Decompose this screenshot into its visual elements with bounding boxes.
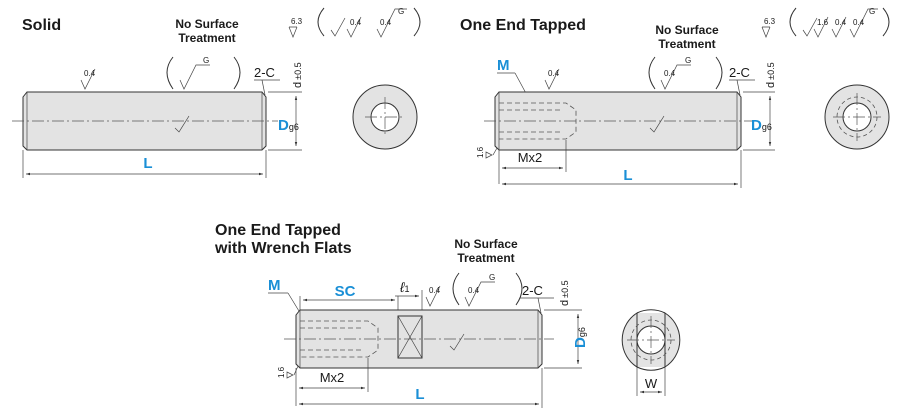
rod-wrench [284, 309, 554, 369]
no-surface-label-1: No Surface [175, 17, 239, 31]
title-wrench-2: with Wrench Flats [214, 240, 352, 257]
chamfer-label-solid: 2-C [254, 65, 275, 80]
svg-text:0.4: 0.4 [548, 69, 560, 78]
chamfer-label-tapped: 2-C [729, 65, 750, 80]
treatment-label-3: Treatment [457, 251, 514, 265]
roughness-local-tapped: 0.4 0.4 G [544, 56, 723, 90]
dim-L-solid: L [143, 155, 152, 172]
svg-text:G: G [489, 273, 495, 282]
dim-M-wrench: M [268, 277, 281, 294]
sym-16-tapped: 1.6 [476, 146, 485, 158]
treatment-label-2: Treatment [658, 37, 715, 51]
dim-W-wrench: W [645, 376, 658, 391]
no-surface-label-2: No Surface [655, 23, 719, 37]
svg-text:0.4: 0.4 [853, 18, 865, 27]
title-solid: Solid [22, 17, 61, 34]
section-solid: Solid No Surface Treatment 6.3 0.4 0.4 G… [12, 7, 421, 178]
tol-d-solid: d±0.5 [292, 62, 304, 88]
sym-16-wrench: 1.6 [277, 366, 286, 378]
dim-D-solid: Dg6 [278, 117, 299, 134]
roughness-local-solid: 0.4 G [80, 56, 241, 90]
svg-text:0.4: 0.4 [350, 18, 362, 27]
title-wrench-1: One End Tapped [215, 222, 341, 239]
roughness-symbols-tapped: 6.3 1.6 0.4 0.4 G [761, 7, 890, 38]
dim-SC-wrench: SC [335, 283, 356, 300]
svg-text:0.4: 0.4 [84, 69, 96, 78]
dim-L-wrench: L [415, 386, 424, 403]
svg-text:0.4: 0.4 [429, 286, 441, 295]
treatment-label-1: Treatment [178, 31, 235, 45]
dim-l1-wrench: ℓ1 [399, 279, 410, 295]
no-surface-label-3: No Surface [454, 237, 518, 251]
svg-text:1.6: 1.6 [817, 18, 829, 27]
roughness-symbols-solid: 6.3 0.4 0.4 G [288, 7, 421, 38]
roughness-local-wrench: 0.4 0.4 G [425, 272, 523, 307]
rod-solid [12, 91, 278, 151]
svg-text:G: G [398, 7, 404, 16]
dim-M-tapped: M [497, 57, 510, 74]
svg-text:6.3: 6.3 [764, 17, 776, 26]
section-wrench: One End Tapped with Wrench Flats No Surf… [214, 222, 681, 408]
end-view-wrench: W [621, 309, 681, 396]
dim-Mx2-tapped: Mx2 [518, 150, 543, 165]
dim-L-tapped: L [623, 167, 632, 184]
dim-D-wrench: Dg6 [572, 327, 589, 348]
tol-d-wrench: d±0.5 [559, 280, 571, 306]
svg-text:0.4: 0.4 [835, 18, 847, 27]
title-tapped: One End Tapped [460, 17, 586, 34]
svg-text:G: G [203, 56, 209, 65]
svg-text:6.3: 6.3 [291, 17, 303, 26]
tol-d-tapped: d±0.5 [765, 62, 777, 88]
svg-text:0.4: 0.4 [380, 18, 392, 27]
rod-tapped [484, 91, 752, 151]
end-view-tapped [824, 84, 890, 150]
dim-D-tapped: Dg6 [751, 117, 772, 134]
section-tapped: One End Tapped No Surface Treatment 6.3 … [460, 7, 890, 188]
svg-text:0.4: 0.4 [664, 69, 676, 78]
chamfer-label-wrench: 2-C [522, 283, 543, 298]
svg-text:G: G [685, 56, 691, 65]
svg-text:0.4: 0.4 [468, 286, 480, 295]
end-view-solid [352, 84, 418, 150]
svg-text:G: G [869, 7, 875, 16]
dim-Mx2-wrench: Mx2 [320, 370, 345, 385]
